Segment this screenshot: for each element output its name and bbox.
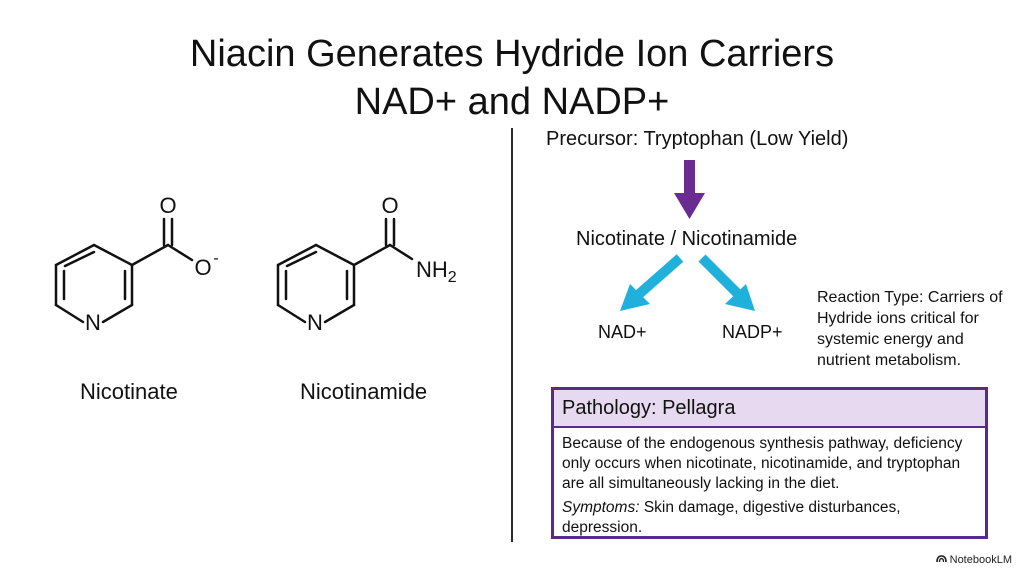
pathology-body: Because of the endogenous synthesis path…: [554, 428, 985, 538]
nicotinamide-structure: N O NH2: [276, 193, 457, 335]
ring-bond: [101, 303, 134, 324]
ring-bond: [54, 243, 96, 267]
oxygen-side: O: [194, 255, 211, 280]
pathology-symptoms: Symptoms: Skin damage, digestive disturb…: [562, 498, 977, 538]
pathology-header: Pathology: Pellagra: [554, 390, 985, 428]
brand-watermark: NotebookLM: [935, 554, 1012, 566]
ring-bond: [92, 243, 134, 267]
nicotinate-structure: N O O -: [54, 193, 219, 335]
ring-bond: [323, 303, 356, 324]
product-nadp: NADP+: [722, 322, 783, 342]
precursor-arrow: [674, 160, 705, 219]
section-divider: [511, 128, 513, 542]
amide-nh: NH: [416, 257, 448, 282]
product-nad: NAD+: [598, 322, 647, 342]
brand-label: NotebookLM: [949, 554, 1012, 566]
nicotinate-label: Nicotinate: [80, 379, 178, 404]
nadp-arrow: [698, 254, 755, 311]
nicotinamide-label: Nicotinamide: [300, 379, 428, 404]
carboxylate-bond: [166, 243, 194, 262]
title-line-2: NAD+ and NADP+: [354, 81, 670, 123]
ring-nitrogen: N: [307, 310, 323, 335]
amide-subscript: 2: [448, 269, 457, 286]
title-line-1: Niacin Generates Hydride Ion Carriers: [189, 33, 835, 75]
notebook-icon: [935, 554, 947, 566]
intermediate-label: Nicotinate / Nicotinamide: [576, 228, 798, 250]
precursor-label: Precursor: Tryptophan (Low Yield): [546, 128, 849, 150]
ring-inner-bond: [285, 250, 318, 268]
pathology-description: Because of the endogenous synthesis path…: [562, 435, 963, 492]
page-title: Niacin Generates Hydride Ion Carriers NA…: [0, 30, 1024, 126]
ring-nitrogen: N: [85, 310, 101, 335]
ring-bond: [54, 303, 85, 324]
nad-arrow: [620, 254, 684, 311]
symptoms-text: Skin damage, digestive disturbances, dep…: [562, 499, 901, 536]
carboxyl-bond: [130, 243, 170, 267]
symptoms-label: Symptoms:: [562, 499, 640, 516]
ring-bond: [276, 243, 318, 267]
amide-group: NH2: [416, 257, 457, 286]
reaction-type-note: Reaction Type: Carriers of Hydride ions …: [817, 289, 1003, 369]
pathology-box: Pathology: Pellagra Because of the endog…: [551, 387, 988, 539]
oxygen-top: O: [381, 193, 398, 218]
ring-bond: [314, 243, 356, 267]
amide-n-bond: [388, 243, 414, 261]
ring-bond: [276, 303, 307, 324]
amide-bond: [352, 243, 392, 267]
ring-inner-bond: [63, 250, 96, 268]
oxygen-top: O: [159, 193, 176, 218]
negative-charge: -: [213, 250, 218, 267]
